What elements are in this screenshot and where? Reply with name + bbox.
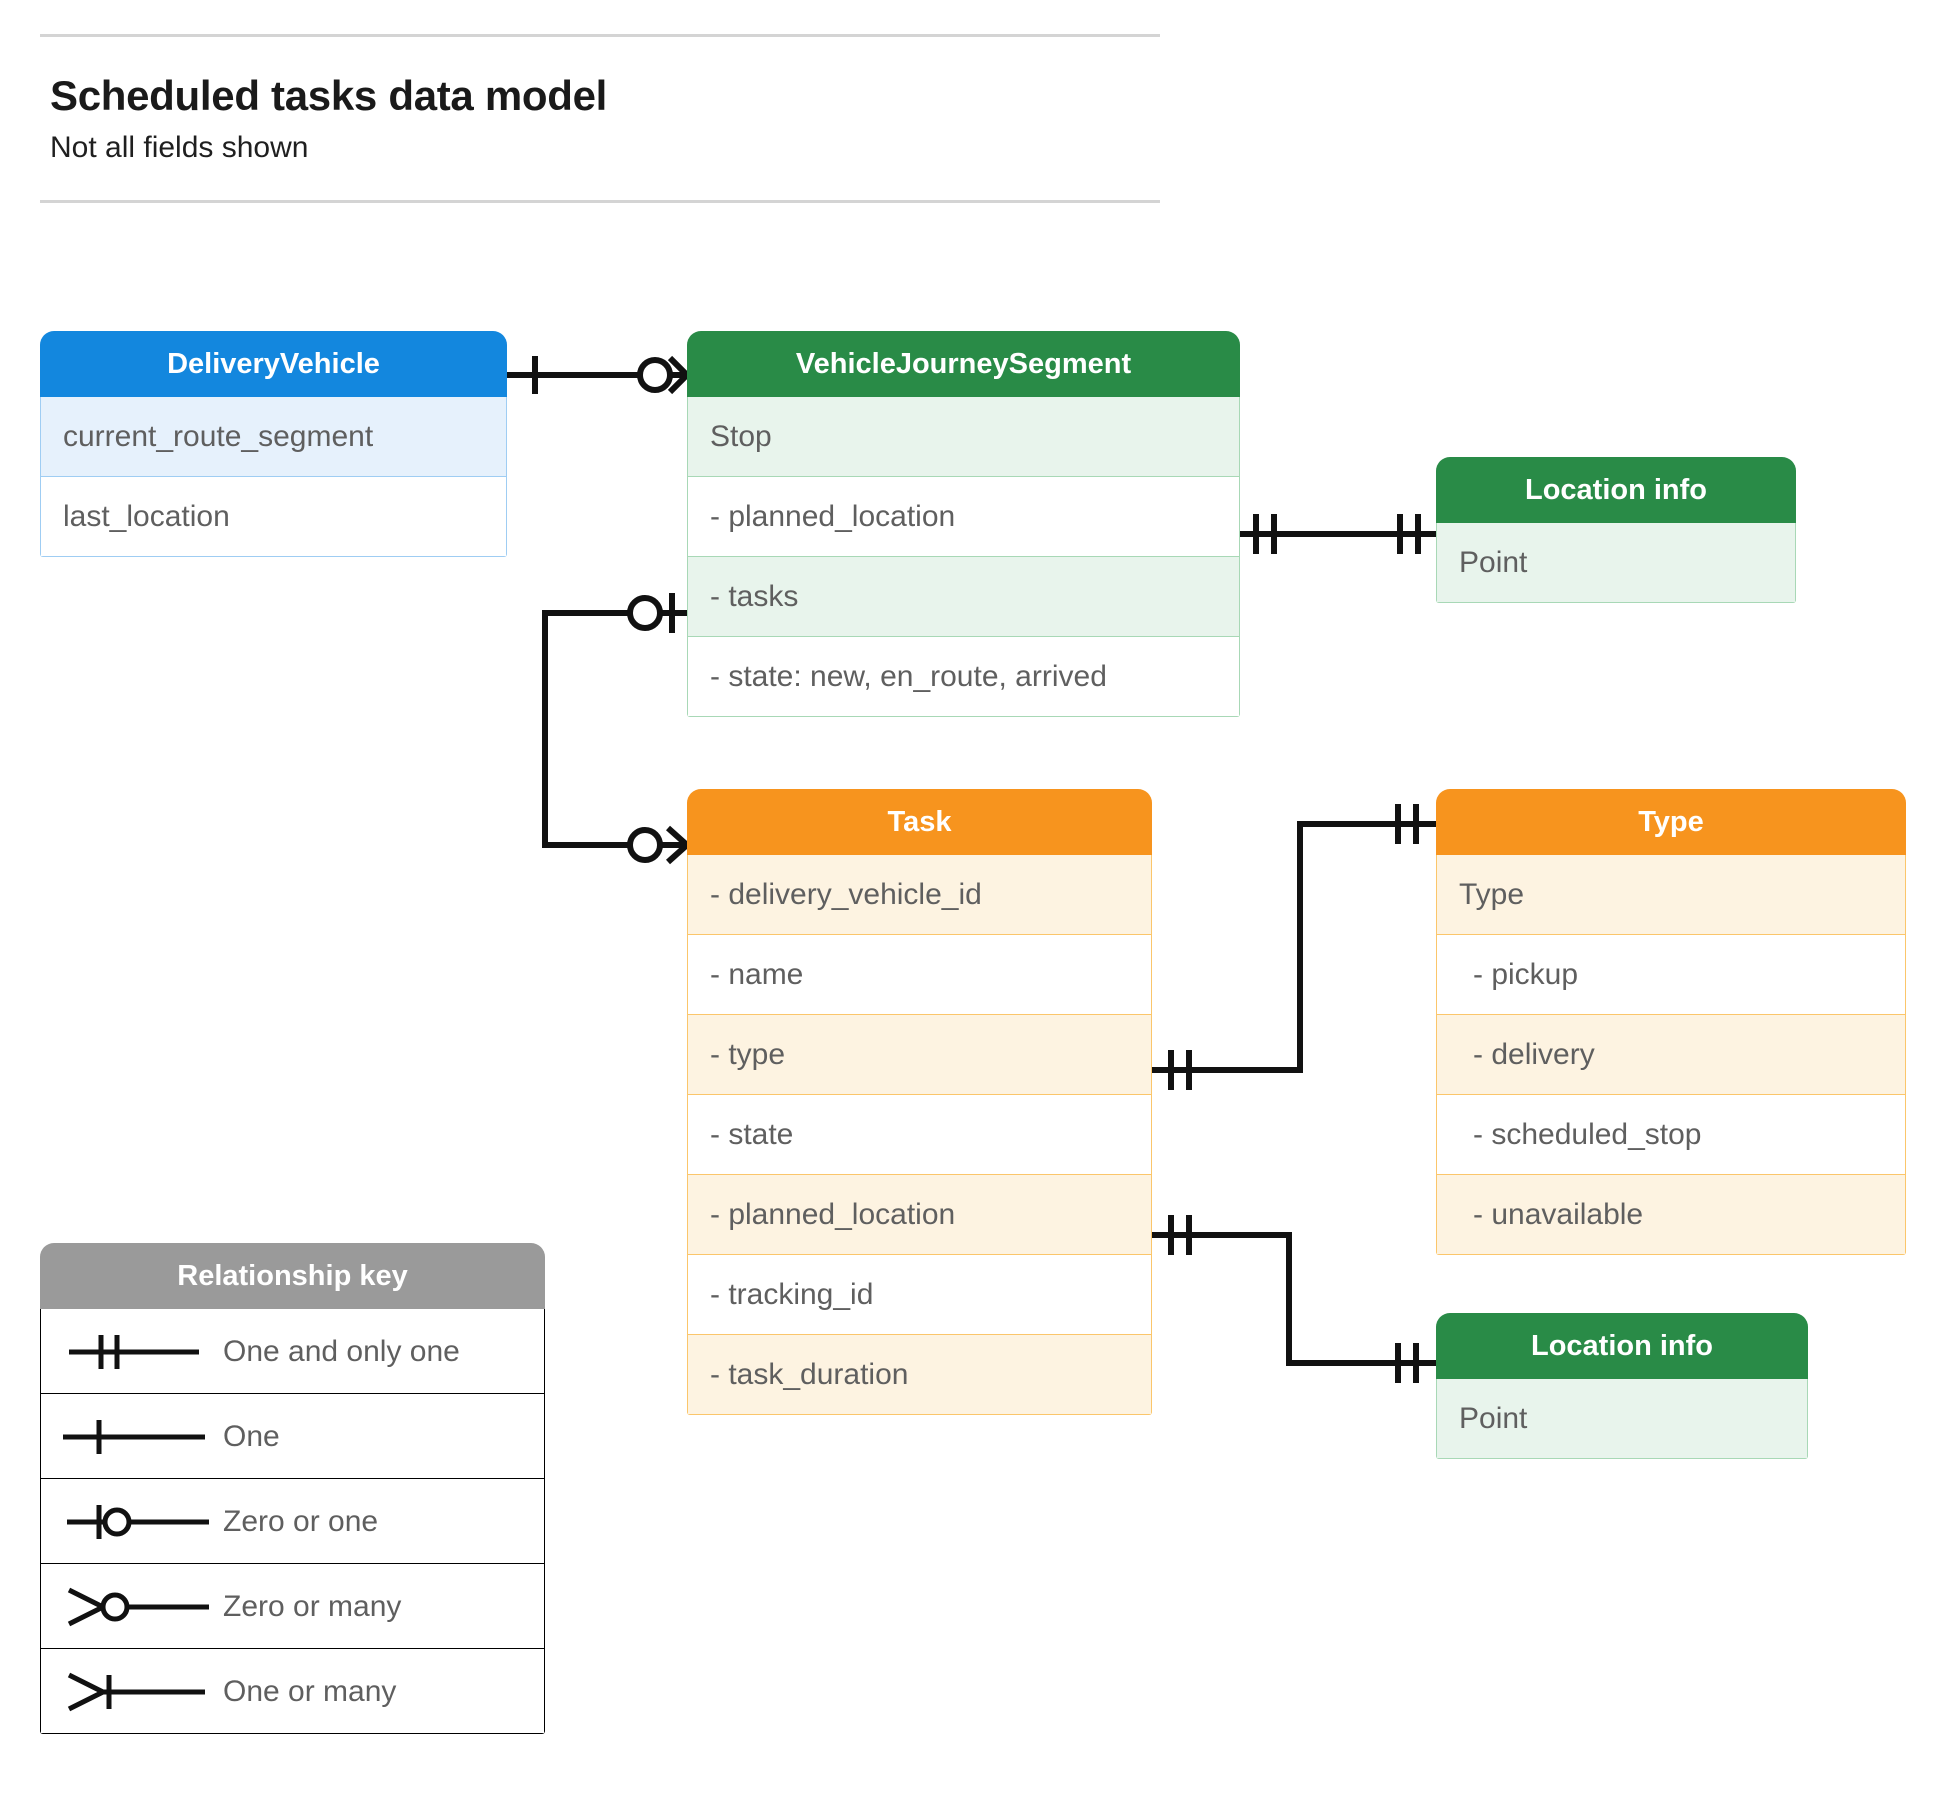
legend-item-label: One and only one (223, 1335, 460, 1368)
page-title: Scheduled tasks data model (50, 72, 608, 119)
entity-row: - type (687, 1015, 1152, 1095)
legend-item-label: One or many (223, 1675, 397, 1708)
legend-item-one: One (40, 1394, 545, 1479)
entity-row: Point (1436, 523, 1796, 603)
legend-item-label: Zero or one (223, 1505, 379, 1538)
legend-item-one-or-many: One or many (40, 1649, 545, 1734)
zero-or-one-icon (67, 1505, 209, 1539)
entity-delivery-vehicle[interactable]: DeliveryVehicle current_route_segment la… (40, 331, 507, 557)
entity-type[interactable]: Type Type - pickup - delivery - schedule… (1436, 789, 1906, 1255)
entity-location-info-bottom-title: Location info (1436, 1313, 1808, 1379)
entity-location-info-bottom[interactable]: Location info Point (1436, 1313, 1808, 1459)
entity-row: - state: new, en_route, arrived (687, 637, 1240, 717)
entity-row: Type (1436, 855, 1906, 935)
entity-location-info-top-title: Location info (1436, 457, 1796, 523)
entity-row: - delivery_vehicle_id (687, 855, 1152, 935)
zero-or-many-icon (67, 1587, 209, 1627)
header-divider-top (40, 34, 1160, 37)
entity-vehicle-journey-segment[interactable]: VehicleJourneySegment Stop - planned_loc… (687, 331, 1240, 717)
legend-item-label: One (223, 1420, 280, 1453)
entity-row: - tasks (687, 557, 1240, 637)
entity-row: Point (1436, 1379, 1808, 1459)
legend-title: Relationship key (40, 1243, 545, 1309)
one-and-only-one-icon (69, 1335, 199, 1369)
entity-row: - scheduled_stop (1436, 1095, 1906, 1175)
legend-relationship-key[interactable]: Relationship key One and only one One (40, 1243, 545, 1734)
entity-row: - delivery (1436, 1015, 1906, 1095)
one-or-many-icon (67, 1672, 205, 1712)
entity-row: - planned_location (687, 1175, 1152, 1255)
entity-type-title: Type (1436, 789, 1906, 855)
entity-row: - task_duration (687, 1335, 1152, 1415)
entity-vehicle-journey-segment-title: VehicleJourneySegment (687, 331, 1240, 397)
entity-row: - unavailable (1436, 1175, 1906, 1255)
page-subtitle: Not all fields shown (50, 131, 309, 164)
one-icon (63, 1420, 205, 1454)
entity-location-info-top[interactable]: Location info Point (1436, 457, 1796, 603)
entity-row: current_route_segment (40, 397, 507, 477)
header-divider-bottom (40, 200, 1160, 203)
entity-row: Stop (687, 397, 1240, 477)
legend-item-zero-or-many: Zero or many (40, 1564, 545, 1649)
entity-row: - planned_location (687, 477, 1240, 557)
legend-item-label: Zero or many (223, 1590, 402, 1623)
legend-item-zero-or-one: Zero or one (40, 1479, 545, 1564)
legend-item-one-and-only-one: One and only one (40, 1309, 545, 1394)
entity-delivery-vehicle-title: DeliveryVehicle (40, 331, 507, 397)
entity-task-title: Task (687, 789, 1152, 855)
entity-row: - state (687, 1095, 1152, 1175)
entity-row: - pickup (1436, 935, 1906, 1015)
entity-row: - name (687, 935, 1152, 1015)
entity-row: - tracking_id (687, 1255, 1152, 1335)
entity-task[interactable]: Task - delivery_vehicle_id - name - type… (687, 789, 1152, 1415)
entity-row: last_location (40, 477, 507, 557)
